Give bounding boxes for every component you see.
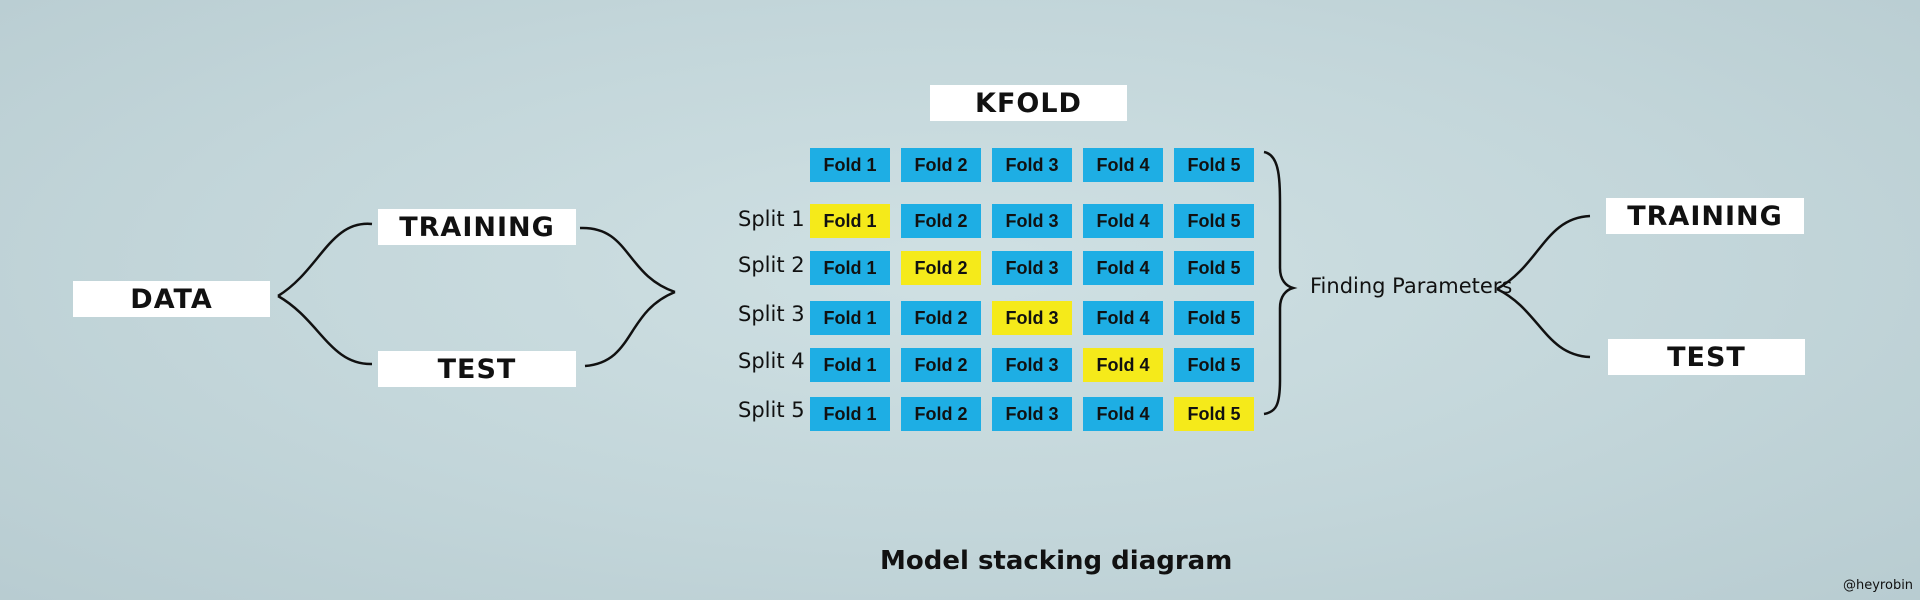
left-training-label: TRAINING (399, 211, 555, 243)
split-2-fold-3: Fold 3 (992, 251, 1072, 285)
data-label: DATA (130, 283, 213, 315)
split-1-fold-4: Fold 4 (1083, 204, 1163, 238)
split-5-fold-3: Fold 3 (992, 397, 1072, 431)
right-training-box: TRAINING (1606, 198, 1804, 234)
split-4-fold-5: Fold 5 (1174, 348, 1254, 382)
split-3-fold-2: Fold 2 (901, 301, 981, 335)
split-label-2: Split 2 (738, 253, 805, 277)
right-test-label: TEST (1667, 341, 1746, 373)
fold-header-5: Fold 5 (1174, 148, 1254, 182)
grid-brace (1263, 150, 1298, 416)
split-3-fold-1: Fold 1 (810, 301, 890, 335)
split-label-5: Split 5 (738, 398, 805, 422)
split-2-fold-4: Fold 4 (1083, 251, 1163, 285)
split-2-fold-5: Fold 5 (1174, 251, 1254, 285)
split-3-fold-3: Fold 3 (992, 301, 1072, 335)
fold-header-3: Fold 3 (992, 148, 1072, 182)
params-to-training-curve (1496, 214, 1591, 291)
right-test-box: TEST (1608, 339, 1805, 375)
split-1-fold-5: Fold 5 (1174, 204, 1254, 238)
split-1-fold-1: Fold 1 (810, 204, 890, 238)
data-to-test-curve (277, 294, 373, 366)
fold-header-4: Fold 4 (1083, 148, 1163, 182)
right-training-label: TRAINING (1627, 200, 1783, 232)
kfold-title: KFOLD (975, 87, 1082, 119)
split-5-fold-5: Fold 5 (1174, 397, 1254, 431)
split-3-fold-5: Fold 5 (1174, 301, 1254, 335)
split-1-fold-3: Fold 3 (992, 204, 1072, 238)
split-1-fold-2: Fold 2 (901, 204, 981, 238)
kfold-title-box: KFOLD (930, 85, 1127, 121)
left-test-label: TEST (437, 353, 517, 385)
finding-parameters-label: Finding Parameters (1310, 274, 1513, 298)
params-to-test-curve (1496, 287, 1591, 359)
split-label-1: Split 1 (738, 207, 805, 231)
split-4-fold-4: Fold 4 (1083, 348, 1163, 382)
split-4-fold-1: Fold 1 (810, 348, 890, 382)
left-test-box: TEST (378, 351, 576, 387)
split-2-fold-1: Fold 1 (810, 251, 890, 285)
split-5-fold-4: Fold 4 (1083, 397, 1163, 431)
split-label-3: Split 3 (738, 302, 805, 326)
split-4-fold-3: Fold 3 (992, 348, 1072, 382)
data-box: DATA (73, 281, 270, 317)
data-to-training-curve (277, 222, 373, 298)
left-training-box: TRAINING (378, 209, 576, 245)
split-5-fold-1: Fold 1 (810, 397, 890, 431)
fold-header-2: Fold 2 (901, 148, 981, 182)
test-to-kfold-curve (584, 290, 676, 368)
fold-header-1: Fold 1 (810, 148, 890, 182)
split-2-fold-2: Fold 2 (901, 251, 981, 285)
training-to-kfold-curve (579, 226, 676, 294)
credit-label: @heyrobin (1843, 578, 1914, 593)
split-3-fold-4: Fold 4 (1083, 301, 1163, 335)
split-4-fold-2: Fold 2 (901, 348, 981, 382)
split-label-4: Split 4 (738, 349, 805, 373)
diagram-caption: Model stacking diagram (880, 546, 1233, 576)
split-5-fold-2: Fold 2 (901, 397, 981, 431)
